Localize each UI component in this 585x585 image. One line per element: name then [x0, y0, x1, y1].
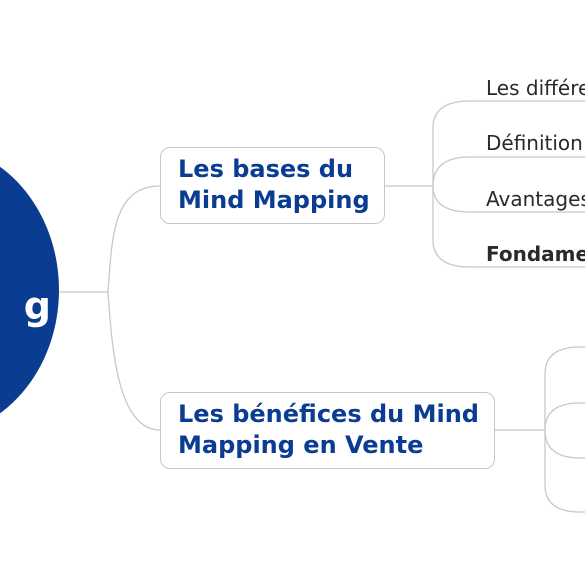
connector-sub-b3 — [544, 429, 585, 459]
connector-sub-b2 — [544, 402, 585, 431]
subtopic-label: Fondame — [486, 242, 585, 266]
subtopic-avantages[interactable]: Avantages — [486, 187, 585, 211]
central-topic-label: g — [23, 284, 51, 328]
connector-branch-benefices — [107, 291, 161, 431]
connector-sub-b4 — [544, 430, 585, 513]
topic-label-line: Mind Mapping — [178, 186, 370, 214]
topic-label-line: Mapping en Vente — [178, 431, 424, 459]
topic-label-line: Les bases du — [178, 155, 354, 183]
connector-branch-bases — [107, 185, 161, 293]
subtopic-label: Définition — [486, 131, 583, 155]
connector-sub-2 — [432, 156, 585, 187]
topic-les-bases-du-mind-mapping[interactable]: Les bases du Mind Mapping — [160, 147, 385, 224]
subtopic-label: Les différe — [486, 76, 585, 100]
subtopic-fondamentaux[interactable]: Fondame — [486, 242, 585, 266]
topic-les-benefices-du-mind-mapping[interactable]: Les bénéfices du Mind Mapping en Vente — [160, 392, 495, 469]
topic-label-line: Les bénéfices du Mind — [178, 400, 479, 428]
connector-sub-4 — [432, 186, 585, 268]
subtopic-definition[interactable]: Définition — [486, 131, 583, 155]
subtopic-les-differences[interactable]: Les différe — [486, 76, 585, 100]
connector-sub-1 — [432, 100, 585, 186]
subtopic-label: Avantages — [486, 187, 585, 211]
connector-sub-b1 — [544, 346, 585, 430]
